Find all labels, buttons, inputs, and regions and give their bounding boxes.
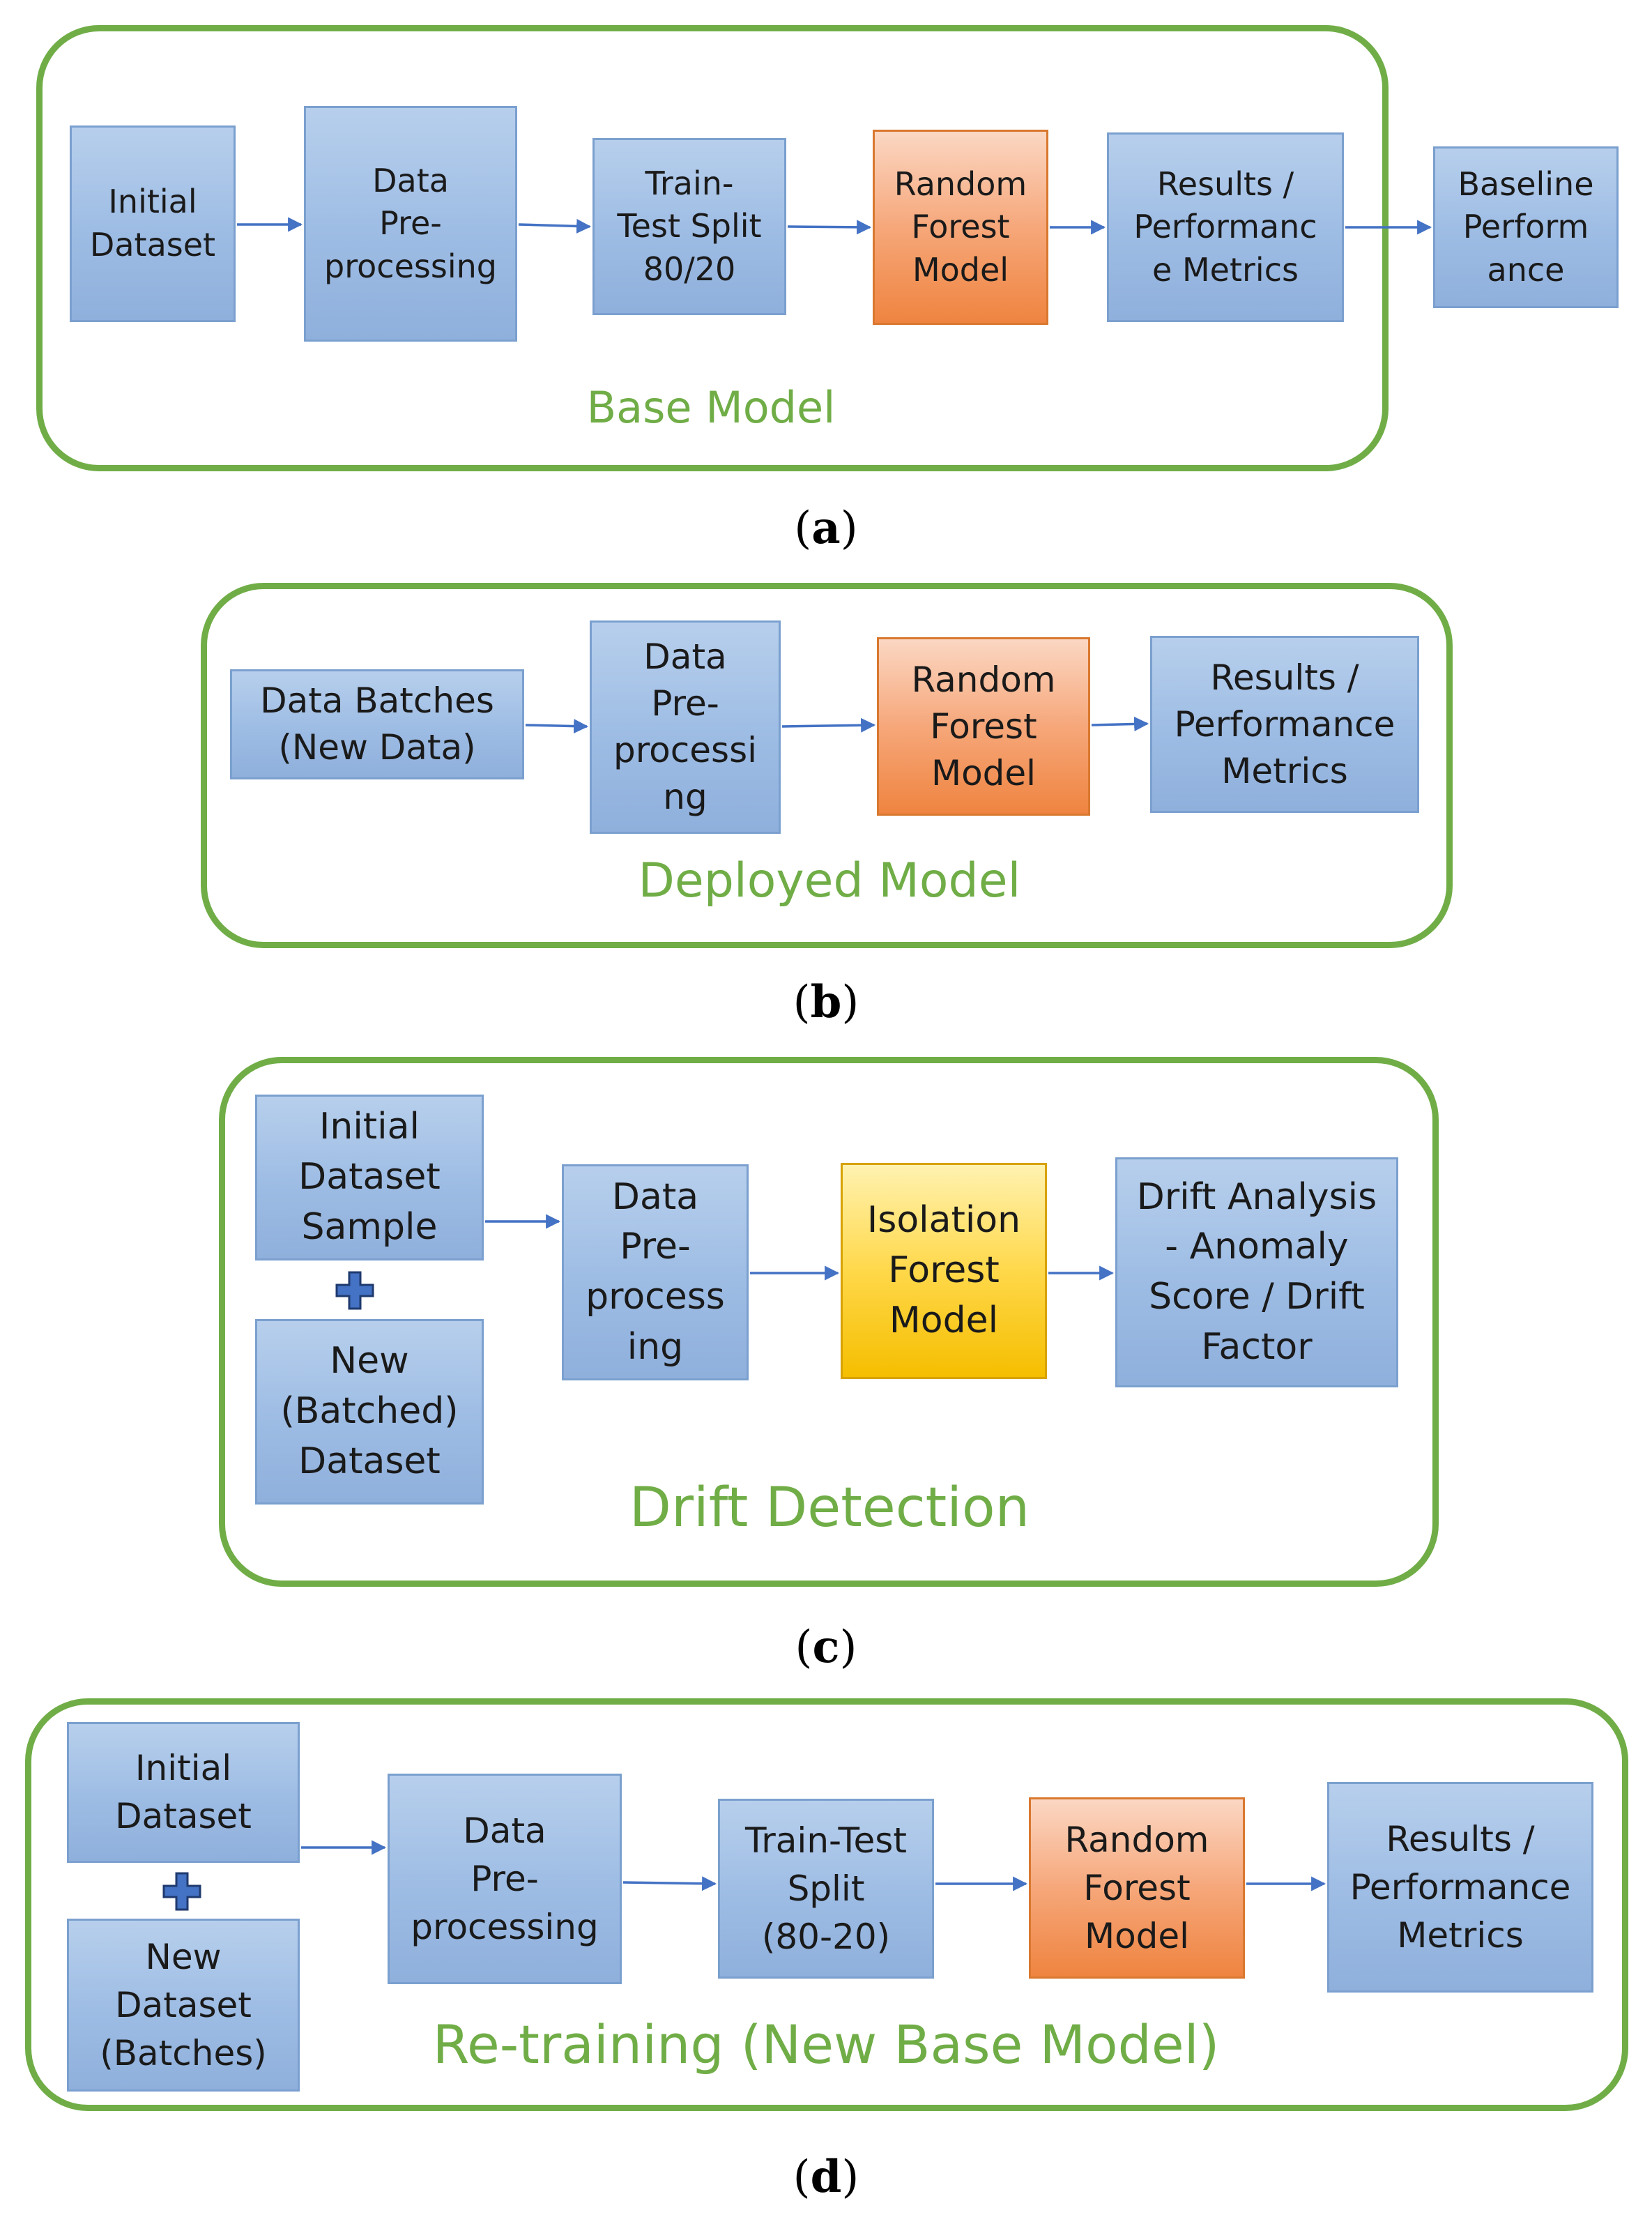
box-label-line: Performance xyxy=(1174,703,1395,745)
box-label-line: Train- xyxy=(645,164,734,202)
box-label-line: (New Data) xyxy=(278,727,476,768)
box-label-line: Data xyxy=(643,637,727,677)
box-label-line: ng xyxy=(663,777,708,817)
box-label-line: Pre- xyxy=(471,1858,539,1899)
box-label-line: Performance xyxy=(1349,1866,1571,1907)
box-label-line: Baseline xyxy=(1458,165,1594,203)
box-label-line: Data xyxy=(372,161,449,199)
box-label-line: Score / Drift xyxy=(1149,1276,1365,1318)
box-label-line: Model xyxy=(912,250,1009,289)
box-label-line: Perform xyxy=(1462,208,1589,246)
box-label-line: processi xyxy=(613,730,758,770)
box-label-line: Model xyxy=(889,1299,999,1341)
box-label-line: Dataset xyxy=(115,1796,252,1836)
caption-c: (c) xyxy=(795,1621,857,1673)
box-label-line: Initial xyxy=(135,1748,232,1788)
box-label-line: ance xyxy=(1487,250,1565,289)
box-label-line: New xyxy=(145,1936,222,1977)
box-label-line: Sample xyxy=(301,1205,438,1248)
box-label-line: Dataset xyxy=(89,226,216,264)
box-label-line: Dataset xyxy=(115,1984,252,2025)
box-label-line: Pre- xyxy=(620,1226,691,1268)
box-label-line: Forest xyxy=(930,706,1037,747)
box-label-line: - Anomaly xyxy=(1165,1226,1349,1268)
box-label-line: Results / xyxy=(1210,657,1359,698)
plus-icon xyxy=(162,1872,201,1911)
box-label-line: 80/20 xyxy=(643,250,736,288)
caption-d: (d) xyxy=(793,2151,859,2203)
box-label-line: Forest xyxy=(911,208,1010,246)
box-label-line: process xyxy=(586,1276,725,1318)
box-label-line: (Batches) xyxy=(100,2032,267,2073)
box-data-batches: Data Batches (New Data) xyxy=(230,669,524,779)
caption-a: (a) xyxy=(794,502,858,554)
caption-b: (b) xyxy=(793,976,859,1028)
box-train-test-split: Train- Test Split 80/20 xyxy=(592,138,786,315)
box-label-line: Data xyxy=(463,1810,546,1851)
panel-title-deployed-model: Deployed Model xyxy=(638,853,1021,908)
box-label-line: Factor xyxy=(1201,1325,1313,1368)
box-results-performance: Results / Performanc e Metrics xyxy=(1107,132,1344,322)
box-label-line: Split xyxy=(787,1868,865,1909)
box-label-line: Model xyxy=(1084,1915,1190,1956)
box-label-line: Results / xyxy=(1386,1818,1535,1859)
panel-title-base-model: Base Model xyxy=(586,382,836,433)
box-label-line: (Batched) xyxy=(280,1390,459,1433)
box-label-line: Performanc xyxy=(1133,208,1317,246)
box-label-line: Train-Test xyxy=(745,1820,907,1861)
plus-icon xyxy=(335,1271,374,1310)
box-label-line: ing xyxy=(627,1325,684,1368)
box-label-line: Initial xyxy=(319,1106,420,1148)
box-label-line: Pre- xyxy=(651,683,719,724)
box-label-line: Data Batches xyxy=(260,680,494,721)
box-label-line: Forest xyxy=(1083,1867,1191,1908)
box-label-line: Metrics xyxy=(1221,750,1348,791)
box-label-line: Model xyxy=(931,752,1037,793)
box-label-line: Results / xyxy=(1156,165,1294,203)
panel-title-retraining: Re-training (New Base Model) xyxy=(432,2013,1220,2076)
box-label-line: processing xyxy=(324,247,497,285)
box-label-line: processing xyxy=(411,1906,599,1947)
box-label-line: New xyxy=(330,1340,409,1383)
box-label-line: Random xyxy=(1064,1819,1209,1860)
box-new-batched-dataset: New (Batched) Dataset xyxy=(255,1319,484,1505)
box-label-line: Test Split xyxy=(617,207,762,245)
box-label-line: Pre- xyxy=(379,204,442,243)
box-label-line: Initial xyxy=(108,183,197,221)
panel-title-drift-detection: Drift Detection xyxy=(629,1477,1030,1539)
box-label-line: Data xyxy=(611,1175,699,1218)
box-label-line: Forest xyxy=(888,1249,1000,1292)
box-label-line: Metrics xyxy=(1397,1914,1524,1956)
box-label-line: Dataset xyxy=(298,1156,441,1198)
box-label-line: Isolation xyxy=(866,1199,1021,1242)
box-label-line: Dataset xyxy=(298,1440,441,1482)
box-label-line: (80-20) xyxy=(761,1916,891,1957)
box-label-line: e Metrics xyxy=(1152,250,1299,289)
box-label-line: Drift Analysis xyxy=(1136,1175,1377,1218)
box-label-line: Random xyxy=(911,659,1056,700)
box-label-line: Random xyxy=(894,165,1027,203)
